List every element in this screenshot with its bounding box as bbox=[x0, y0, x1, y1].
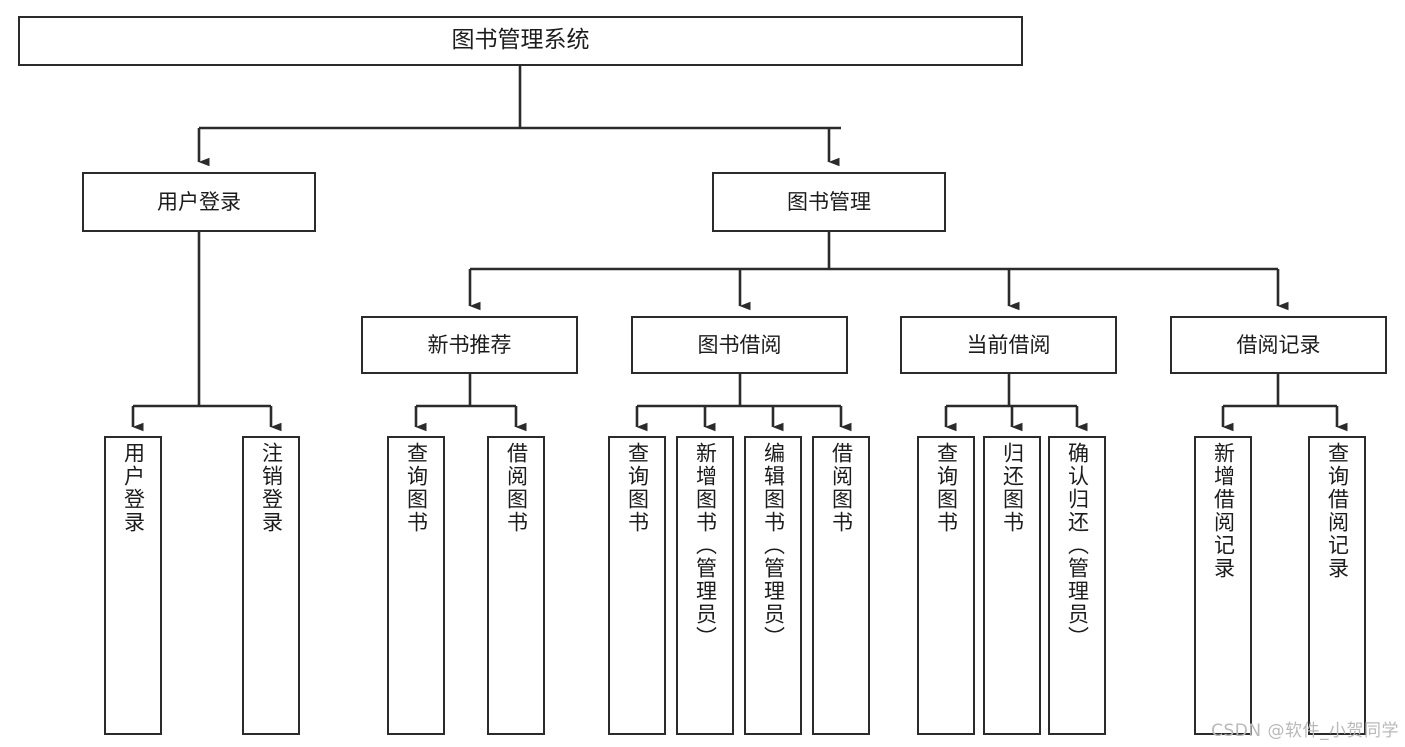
node-label: 确认归还（管理员） bbox=[1065, 442, 1090, 649]
node-label: 当前借阅 bbox=[966, 332, 1051, 357]
node-user-login[interactable]: 用户登录 bbox=[82, 172, 316, 232]
node-label: 借阅图书 bbox=[829, 442, 854, 534]
node-label: 图书管理 bbox=[787, 189, 871, 214]
node-label: 编辑图书（管理员） bbox=[761, 442, 786, 649]
node-label: 借阅图书 bbox=[504, 442, 529, 534]
node-label: 图书管理系统 bbox=[451, 27, 590, 54]
node-leaf-confirm-return[interactable]: 确认归还（管理员） bbox=[1048, 436, 1106, 735]
node-leaf-logout[interactable]: 注销登录 bbox=[242, 436, 300, 735]
node-leaf-query-borrow-record[interactable]: 查询借阅记录 bbox=[1308, 436, 1366, 735]
node-leaf-query-book-3[interactable]: 查询图书 bbox=[917, 436, 975, 735]
node-label: 用户登录 bbox=[121, 442, 146, 534]
node-leaf-add-book[interactable]: 新增图书（管理员） bbox=[676, 436, 734, 735]
node-root-system[interactable]: 图书管理系统 bbox=[18, 16, 1023, 66]
node-leaf-edit-book[interactable]: 编辑图书（管理员） bbox=[744, 436, 802, 735]
node-book-borrow[interactable]: 图书借阅 bbox=[631, 316, 848, 374]
node-new-book-recommend[interactable]: 新书推荐 bbox=[361, 316, 578, 374]
node-label: 新书推荐 bbox=[427, 332, 512, 357]
node-label: 查询图书 bbox=[934, 442, 959, 534]
node-leaf-return-book[interactable]: 归还图书 bbox=[983, 436, 1041, 735]
node-label: 查询图书 bbox=[404, 442, 429, 534]
node-leaf-add-borrow-record[interactable]: 新增借阅记录 bbox=[1194, 436, 1252, 735]
node-borrow-record[interactable]: 借阅记录 bbox=[1170, 316, 1387, 374]
node-leaf-query-book-1[interactable]: 查询图书 bbox=[387, 436, 445, 735]
node-label: 查询图书 bbox=[625, 442, 650, 534]
node-label: 新增图书（管理员） bbox=[693, 442, 718, 649]
node-label: 借阅记录 bbox=[1236, 332, 1321, 357]
node-book-manage[interactable]: 图书管理 bbox=[712, 172, 946, 232]
node-label: 用户登录 bbox=[157, 189, 241, 214]
node-leaf-borrow-book-1[interactable]: 借阅图书 bbox=[487, 436, 545, 735]
node-leaf-query-book-2[interactable]: 查询图书 bbox=[608, 436, 666, 735]
node-current-borrow[interactable]: 当前借阅 bbox=[900, 316, 1117, 374]
node-leaf-user-login[interactable]: 用户登录 bbox=[104, 436, 162, 735]
node-label: 查询借阅记录 bbox=[1325, 442, 1350, 580]
node-label: 新增借阅记录 bbox=[1211, 442, 1236, 580]
node-label: 图书借阅 bbox=[697, 332, 782, 357]
node-label: 归还图书 bbox=[1000, 442, 1025, 534]
node-leaf-borrow-book-2[interactable]: 借阅图书 bbox=[812, 436, 870, 735]
node-label: 注销登录 bbox=[259, 442, 284, 534]
